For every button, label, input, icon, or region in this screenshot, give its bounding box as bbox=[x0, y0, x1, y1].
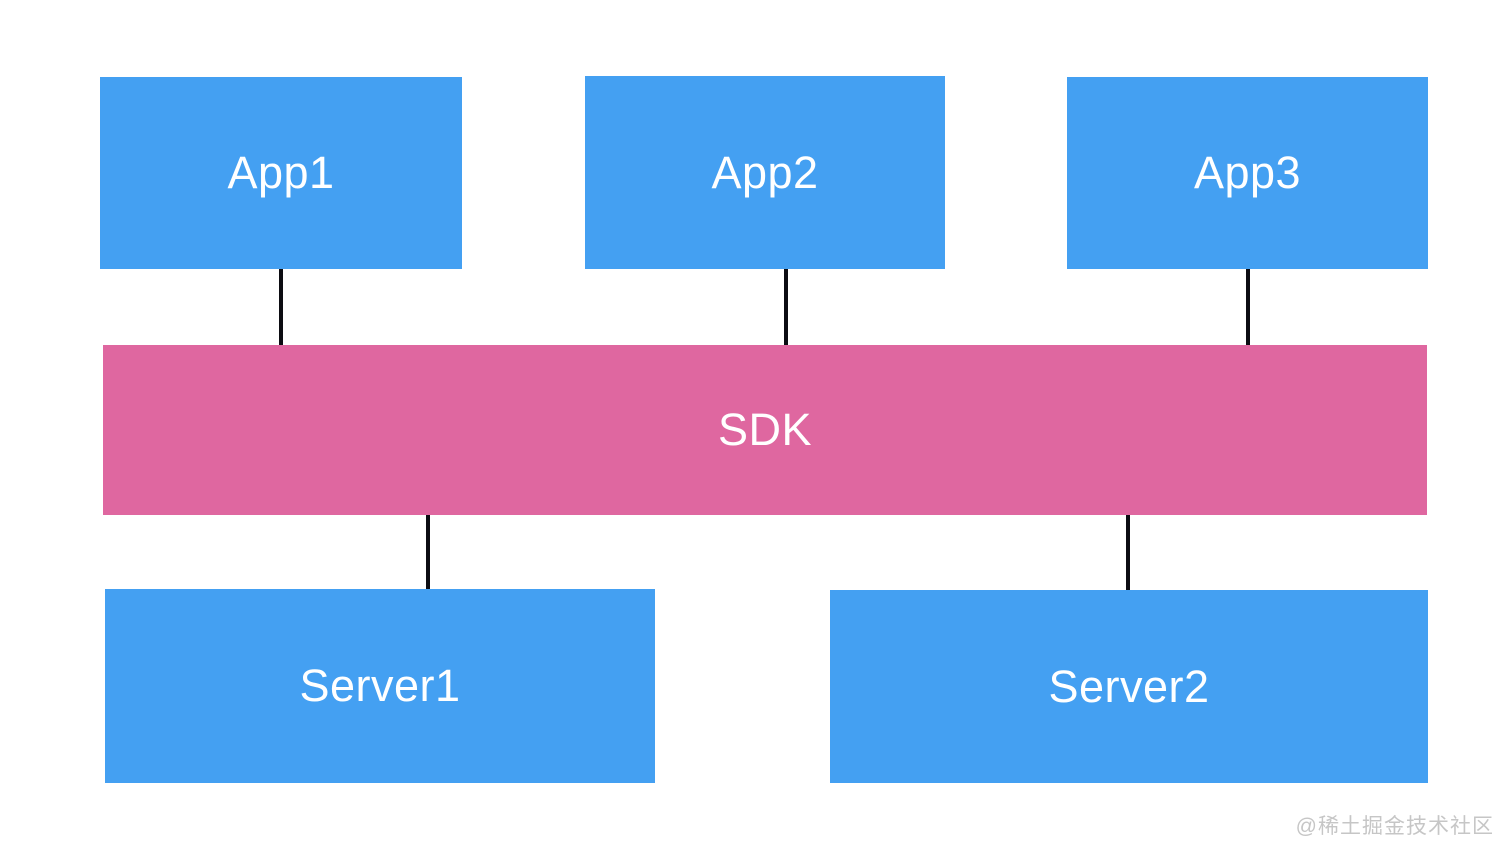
node-app2-label: App2 bbox=[711, 146, 819, 198]
node-app3-label: App3 bbox=[1193, 147, 1302, 198]
node-sdk-label: SDK bbox=[717, 404, 813, 455]
connector-sdk-server1 bbox=[426, 515, 430, 590]
connector-sdk-server2 bbox=[1126, 515, 1130, 590]
connector-app2-sdk bbox=[784, 269, 788, 345]
node-app3: App3 bbox=[1067, 77, 1428, 269]
node-server1-label: Server1 bbox=[299, 660, 461, 711]
connector-app1-sdk bbox=[279, 269, 283, 345]
watermark-text: @稀土掘金技术社区 bbox=[1295, 815, 1494, 838]
node-server2-label: Server2 bbox=[1048, 660, 1210, 712]
node-app1: App1 bbox=[100, 77, 462, 269]
node-app1-label: App1 bbox=[227, 147, 335, 198]
node-server2: Server2 bbox=[830, 590, 1428, 783]
node-sdk: SDK bbox=[103, 345, 1427, 515]
node-server1: Server1 bbox=[105, 589, 655, 783]
connector-app3-sdk bbox=[1246, 269, 1250, 345]
node-app2: App2 bbox=[585, 76, 945, 269]
